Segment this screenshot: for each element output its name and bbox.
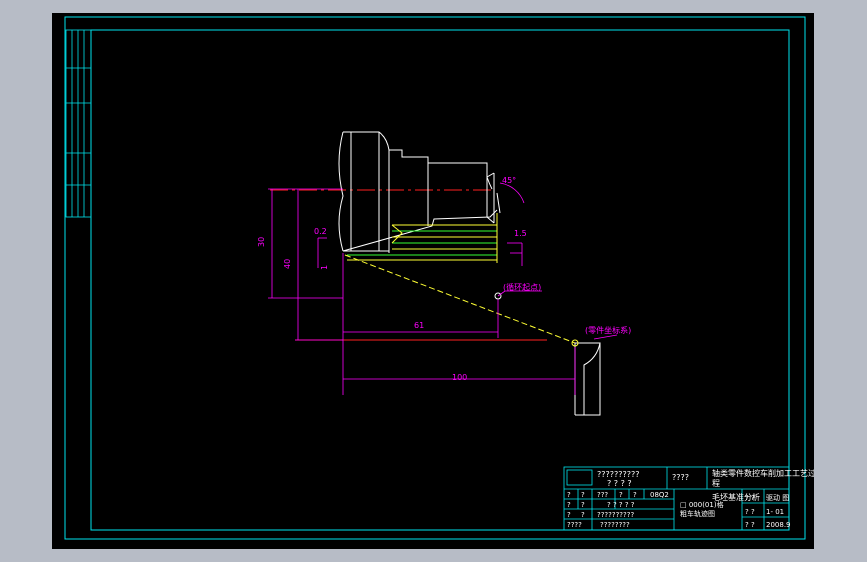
- dim-40: 40: [283, 259, 292, 269]
- tb-company-1: ??????????: [597, 470, 639, 479]
- dim-61: 61: [414, 321, 424, 330]
- tb-r5-1: ????: [567, 521, 582, 529]
- tb-r4-1: ?: [567, 511, 571, 519]
- dim-1-5: 1.5: [514, 229, 527, 238]
- inner-border: [90, 29, 790, 531]
- title-block-text: ?????????? ? ? ? ? ???? 轴类零件数控车削加工工艺过 程 …: [567, 468, 814, 529]
- dimension-lines: [268, 182, 618, 395]
- tb-r2-6: 08Q2: [650, 491, 669, 499]
- tb-company-2: ? ? ? ?: [607, 479, 632, 488]
- tb-machine-1: □ 000(01)格: [680, 500, 724, 509]
- tb-r2-5: ?: [633, 491, 637, 499]
- approach-path: [344, 254, 576, 344]
- tb-r3-1: ?: [567, 501, 571, 509]
- tb-machine-2: 粗车轨迹图: [680, 509, 715, 518]
- tb-r2-1: ?: [567, 491, 571, 499]
- tb-r3-2: ?: [581, 501, 585, 509]
- part-outline: [338, 131, 601, 416]
- cad-viewport[interactable]: 30 40 0.2 1 1.5 61 100 45° (循环起点) (零件坐标系…: [52, 13, 814, 549]
- origin-label: (零件坐标系): [585, 325, 631, 335]
- tb-r2-2: ?: [581, 491, 585, 499]
- tb-r4-3: ??????????: [597, 511, 634, 519]
- side-strip: [65, 29, 92, 218]
- start-point-label: (循环起点): [503, 282, 541, 292]
- tb-right-2: ? ?: [745, 508, 755, 516]
- tb-r5-2: ????????: [600, 521, 630, 529]
- dim-1: 1: [320, 265, 329, 270]
- tb-title-3: 毛坯基准分析: [712, 492, 760, 502]
- toolpath: [342, 192, 576, 344]
- tb-right-2-val: 1- 01: [766, 508, 784, 516]
- cad-drawing: 30 40 0.2 1 1.5 61 100 45° (循环起点) (零件坐标系…: [64, 16, 814, 540]
- tb-right-3: ? ?: [745, 521, 755, 529]
- tb-right-1-val: 驱动 图: [766, 493, 789, 502]
- tb-r4-2: ?: [581, 511, 585, 519]
- dim-100: 100: [452, 373, 467, 382]
- outer-border: [64, 16, 806, 540]
- tb-title-2: 程: [712, 479, 720, 488]
- dim-0-2: 0.2: [314, 227, 327, 236]
- tb-title-label: ????: [672, 473, 689, 482]
- tb-r3-3: ? ? ? ? ?: [607, 501, 635, 509]
- origin-marker: [571, 339, 579, 347]
- tb-right-1: ? ?: [745, 494, 755, 502]
- tb-r2-4: ?: [619, 491, 623, 499]
- tb-right-3-val: 2008.9: [766, 521, 791, 529]
- title-block: [563, 466, 790, 531]
- dim-angle: 45°: [502, 176, 516, 185]
- dim-30: 30: [257, 237, 266, 247]
- tb-title-1: 轴类零件数控车削加工工艺过: [712, 468, 814, 478]
- tb-r2-3: ???: [597, 491, 608, 499]
